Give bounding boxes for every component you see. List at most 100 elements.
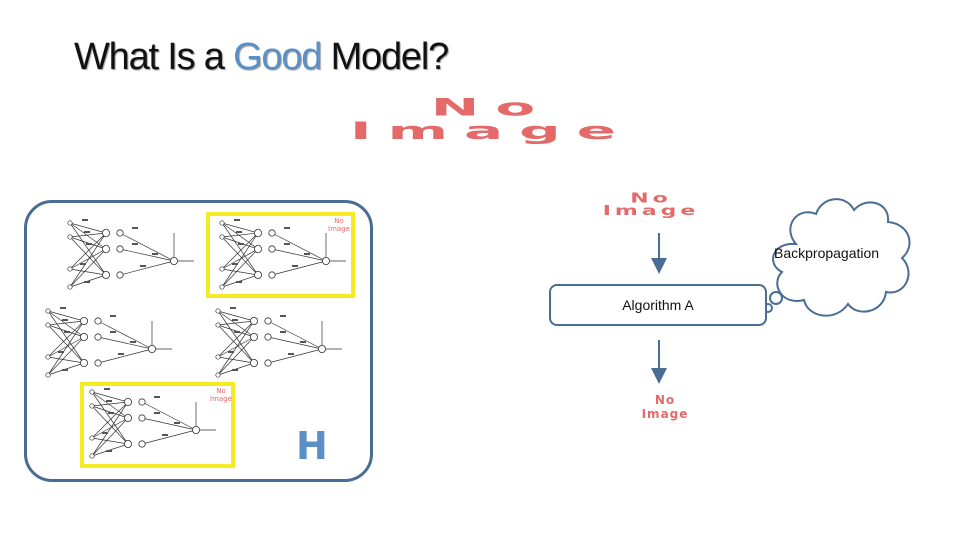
net-edge bbox=[47, 336, 85, 376]
net-edge bbox=[47, 336, 85, 358]
net-sum-node bbox=[102, 245, 111, 254]
net-weight-label bbox=[292, 265, 298, 267]
highlight-box-bottom bbox=[80, 382, 235, 468]
net-weight-label bbox=[62, 319, 68, 321]
placeholder-line2: Image bbox=[328, 224, 350, 233]
net-edge bbox=[47, 324, 85, 364]
net-edge bbox=[217, 320, 255, 358]
net-edge bbox=[47, 320, 85, 376]
net-weight-label bbox=[106, 450, 112, 452]
net-sum-node bbox=[124, 414, 133, 423]
net-input-node bbox=[219, 284, 225, 290]
net-input-node bbox=[45, 354, 51, 360]
title-before: What Is a bbox=[74, 36, 234, 78]
net-weight-label bbox=[86, 243, 92, 245]
net-activation-node bbox=[268, 229, 276, 237]
net-edge bbox=[69, 222, 107, 234]
net-weight-label bbox=[80, 263, 86, 265]
network-placeholder-bottom: No Image bbox=[210, 387, 232, 403]
neural-network-icon bbox=[215, 307, 342, 378]
net-weight-label bbox=[300, 341, 306, 343]
net-edge bbox=[221, 248, 259, 288]
net-weight-label bbox=[174, 422, 180, 424]
net-weight-label bbox=[132, 243, 138, 245]
net-weight-label bbox=[162, 434, 168, 436]
net-weight-label bbox=[110, 315, 116, 317]
net-weight-label bbox=[84, 231, 90, 233]
net-input-node bbox=[219, 266, 225, 272]
net-edge bbox=[91, 405, 129, 445]
net-weight-label bbox=[102, 432, 108, 434]
net-edge bbox=[69, 232, 107, 288]
net-edge bbox=[217, 356, 255, 364]
net-output-node bbox=[170, 257, 179, 266]
net-weight-label bbox=[232, 263, 238, 265]
net-activation-node bbox=[138, 440, 146, 448]
highlight-box-top bbox=[206, 212, 355, 298]
net-edge bbox=[221, 268, 259, 276]
net-input-node bbox=[45, 322, 51, 328]
placeholder-line1: No bbox=[430, 93, 552, 122]
net-edge bbox=[217, 336, 255, 358]
net-edge bbox=[217, 320, 255, 326]
net-activation-node bbox=[94, 333, 102, 341]
net-weight-label bbox=[232, 319, 238, 321]
net-sum-node bbox=[124, 397, 133, 406]
page-title: What Is a Good Model? bbox=[74, 36, 450, 79]
cloud-label: Backpropagation bbox=[774, 245, 880, 261]
net-sum-node bbox=[102, 271, 111, 280]
placeholder-line1: No bbox=[334, 217, 344, 225]
net-weight-label bbox=[280, 331, 286, 333]
net-edge bbox=[141, 429, 197, 445]
net-sum-node bbox=[80, 359, 89, 368]
network-diagram-4 bbox=[210, 301, 346, 383]
net-weight-label bbox=[284, 243, 290, 245]
net-edge bbox=[91, 417, 129, 439]
net-input-node bbox=[89, 403, 95, 409]
net-output-node bbox=[192, 426, 201, 435]
net-output-node bbox=[322, 257, 331, 266]
net-edge bbox=[217, 336, 255, 376]
net-weight-label bbox=[234, 219, 240, 221]
net-edge bbox=[91, 401, 129, 407]
net-activation-node bbox=[116, 245, 124, 253]
net-weight-label bbox=[140, 265, 146, 267]
net-weight-label bbox=[232, 369, 238, 371]
net-sum-node bbox=[250, 333, 259, 342]
net-edge bbox=[217, 310, 255, 322]
net-sum-node bbox=[254, 228, 263, 237]
network-diagram-2 bbox=[62, 213, 198, 295]
net-weight-label bbox=[82, 219, 88, 221]
net-weight-label bbox=[154, 412, 160, 414]
net-edge bbox=[221, 232, 259, 238]
net-sum-node bbox=[80, 316, 89, 325]
title-after: Model? bbox=[321, 36, 450, 78]
net-weight-label bbox=[228, 351, 234, 353]
net-weight-label bbox=[106, 400, 112, 402]
placeholder-line2: Image bbox=[641, 406, 689, 421]
net-edge bbox=[91, 391, 129, 403]
net-activation-node bbox=[264, 359, 272, 367]
net-weight-label bbox=[118, 353, 124, 355]
net-edge bbox=[221, 222, 259, 234]
net-edge bbox=[47, 310, 85, 338]
net-edge bbox=[69, 236, 107, 276]
network-diagram-3 bbox=[40, 301, 176, 383]
network-placeholder-top: No Image bbox=[328, 217, 350, 233]
cloud-icon bbox=[763, 198, 911, 317]
net-input-node bbox=[89, 435, 95, 441]
net-activation-node bbox=[138, 414, 146, 422]
placeholder-line2: Image bbox=[210, 394, 232, 403]
net-edge bbox=[69, 232, 107, 270]
placeholder-line2: Image bbox=[602, 203, 700, 219]
net-weight-label bbox=[110, 331, 116, 333]
net-sum-node bbox=[250, 359, 259, 368]
net-weight-label bbox=[64, 331, 70, 333]
net-weight-label bbox=[304, 253, 310, 255]
net-activation-node bbox=[94, 359, 102, 367]
net-edge bbox=[141, 417, 197, 431]
net-input-node bbox=[89, 389, 95, 395]
net-activation-node bbox=[268, 245, 276, 253]
net-edge bbox=[97, 348, 153, 364]
net-edge bbox=[119, 260, 175, 276]
